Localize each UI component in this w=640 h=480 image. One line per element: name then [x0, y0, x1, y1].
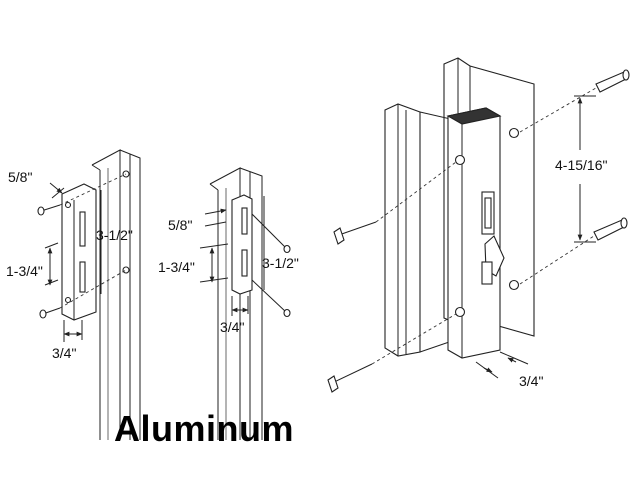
handle-screws	[327, 69, 630, 393]
center-strike-assembly: 5/8" 1-3/4" 3-1/2" 3/4"	[158, 167, 299, 440]
screw-icon	[283, 244, 291, 254]
center-strike-middle-dim: 1-3/4"	[158, 259, 195, 275]
left-strike-assembly: 5/8" 1-3/4" 3-1/2" 3/4"	[6, 149, 141, 440]
handle-depth-dim: 3/4"	[519, 373, 543, 389]
center-strike-screws	[251, 213, 291, 318]
left-frame-channel	[91, 149, 141, 440]
center-strike-dimension-lines	[199, 196, 265, 316]
screw-icon	[333, 227, 345, 245]
handle-grip	[384, 103, 502, 359]
handle-latch	[481, 191, 505, 285]
center-strike-top-dim: 5/8"	[168, 217, 192, 233]
left-strike-bottom-dim: 3/4"	[52, 345, 76, 361]
center-strike-bottom-dim: 3/4"	[220, 319, 244, 335]
handle-dimension-lines	[475, 95, 596, 379]
left-strike-top-dim: 5/8"	[8, 169, 32, 185]
left-strike-plate	[61, 183, 97, 321]
frame-screw-hole-icon	[122, 266, 130, 274]
handle-assembly: 4-15/16" 3/4"	[327, 57, 630, 393]
screw-icon	[37, 206, 45, 216]
center-strike-long-dim: 3-1/2"	[262, 255, 299, 271]
left-strike-screws	[37, 173, 127, 319]
screw-icon	[327, 375, 339, 393]
center-strike-plate	[231, 194, 253, 295]
screw-icon	[39, 309, 47, 319]
handle-spacing-dim: 4-15/16"	[555, 157, 607, 173]
left-strike-long-dim: 3-1/2"	[96, 227, 133, 243]
screw-icon	[283, 308, 291, 318]
left-strike-middle-dim: 1-3/4"	[6, 263, 43, 279]
material-caption: Aluminum	[114, 408, 294, 449]
left-strike-dimension-lines	[44, 182, 102, 342]
